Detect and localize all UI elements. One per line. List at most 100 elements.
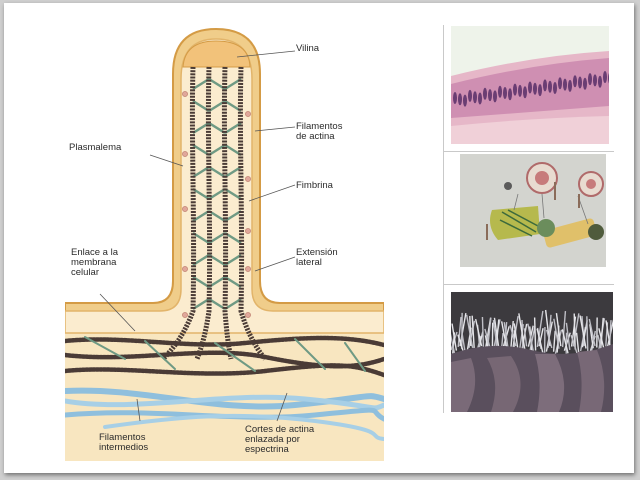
microvillus-tuft: [468, 320, 476, 348]
microvillus-tuft: [565, 322, 571, 350]
microvillus-tuft: [509, 324, 517, 347]
nucleus-mark: [603, 71, 607, 83]
microvillus-tuft: [561, 329, 569, 354]
nucleus-mark: [543, 79, 547, 92]
nucleus-mark: [598, 75, 602, 88]
microvillus-tuft: [527, 323, 535, 354]
actin-filament: [237, 66, 267, 361]
fimbrin-crosslink: [208, 187, 226, 201]
microvillus-tuft: [563, 332, 571, 351]
fimbrin-crosslink: [224, 165, 242, 179]
microvillus-tuft: [598, 328, 605, 350]
microvillus-tuft: [589, 324, 594, 349]
actin-filament: [221, 66, 234, 360]
microvillus-tuft: [588, 318, 596, 347]
nucleus-mark: [458, 93, 462, 106]
nucleus-mark: [473, 91, 477, 104]
nucleus-mark: [533, 82, 537, 95]
nucleus-mark: [548, 80, 552, 93]
fimbrin-crosslink: [192, 297, 210, 311]
nucleus-mark: [468, 89, 472, 102]
microvillus-tuft: [474, 319, 483, 347]
microvillus-tuft: [469, 315, 472, 347]
actin-filament: [161, 66, 197, 361]
fimbrin-crosslink: [192, 165, 210, 179]
slide: Vilina Filamentos de actina Plasmalema F…: [4, 3, 634, 473]
microvillus-tuft: [561, 310, 567, 348]
nucleus-mark: [563, 78, 567, 91]
nucleus-mark: [568, 79, 572, 92]
fimbrin-crosslink: [224, 209, 242, 223]
thumbnail-epithelium-micrograph: [451, 26, 609, 144]
microvillus-tuft: [465, 314, 474, 348]
microvillus-tuft: [533, 317, 537, 351]
nucleus-mark: [478, 92, 482, 105]
divider-1: [444, 151, 614, 152]
microvillus-tuft: [459, 313, 467, 347]
fimbrin-crosslink: [224, 187, 242, 201]
actin-filament: [194, 66, 213, 360]
fimbrin-crosslink: [192, 143, 210, 157]
microvillus-tuft: [518, 313, 526, 350]
microvillus-tuft: [553, 318, 560, 349]
nucleus-mark: [483, 87, 487, 100]
microvillus-tuft: [457, 316, 462, 348]
microvillus-tuft: [471, 315, 476, 352]
fimbrin-crosslink: [208, 143, 226, 157]
nucleus-mark: [538, 84, 542, 97]
nucleus-mark: [503, 87, 507, 99]
microvillus-tuft: [586, 316, 589, 353]
microvillus-tuft: [481, 316, 485, 348]
microvillus-tuft: [555, 313, 562, 347]
fimbrin-crosslink: [208, 165, 226, 179]
label-lateral-extension: Extensión lateral: [296, 247, 338, 268]
nucleus-mark: [608, 73, 609, 84]
nucleus-mark: [453, 92, 457, 104]
microvillus-tuft: [536, 310, 544, 348]
label-plasmalemma: Plasmalema: [69, 142, 122, 153]
fimbrin-crosslink: [192, 209, 210, 223]
nucleus-mark: [508, 88, 512, 101]
microvillus-tuft: [545, 329, 553, 349]
microvillus-tuft: [451, 323, 458, 351]
microvillus-diagram: Vilina Filamentos de actina Plasmalema F…: [65, 19, 384, 461]
microvillus-tuft: [570, 334, 578, 354]
divider-2: [444, 284, 614, 285]
nucleus-mark: [588, 73, 592, 86]
fimbrin-crosslink: [192, 187, 210, 201]
fimbrin-crosslink: [224, 297, 242, 311]
nucleus-mark: [498, 85, 502, 98]
vertical-divider: [443, 25, 444, 413]
microvillus-tuft: [552, 330, 556, 352]
nucleus-mark: [578, 76, 582, 89]
leader-lines: [99, 50, 296, 422]
nucleus-mark: [513, 83, 517, 96]
microvillus-tuft: [500, 321, 508, 349]
microvillus-tuft: [590, 330, 596, 353]
microvillus-tuft: [547, 314, 552, 348]
nucleus-mark: [493, 90, 497, 103]
microvillus-tuft: [536, 328, 544, 353]
nucleus-mark: [593, 74, 597, 87]
nucleus-mark: [583, 77, 587, 90]
microvillus-tuft: [579, 315, 587, 349]
nucleus-mark: [573, 75, 577, 88]
microvillus-tuft: [457, 334, 465, 353]
label-spectrin-actin: Cortes de actina enlazada por espectrina: [245, 424, 315, 455]
nucleus-mark: [463, 94, 467, 107]
thumbnail-sem-microvilli: [451, 292, 613, 412]
microvillus-tuft: [451, 333, 456, 354]
microvillus-tuft: [523, 328, 528, 347]
nucleus-mark: [553, 82, 557, 94]
label-fimbrin: Fimbrina: [296, 180, 333, 191]
label-actin-filaments: Filamentos de actina: [296, 121, 343, 142]
nucleus-mark: [488, 89, 492, 102]
microvillus-tuft: [575, 332, 580, 354]
intermediate-filaments: [65, 387, 384, 441]
microvillus-tuft: [573, 313, 576, 350]
nucleus-mark: [523, 86, 527, 99]
terminal-web: [65, 335, 384, 378]
microvillus-tuft: [513, 323, 519, 348]
actin-bundle: [161, 66, 267, 361]
label-villin: Vilina: [296, 43, 320, 54]
